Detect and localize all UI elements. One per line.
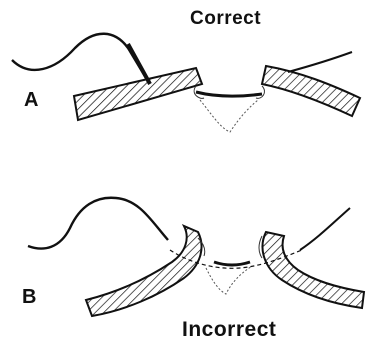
panel-a-left-tissue [74,68,202,120]
incorrect-caption: Incorrect [182,318,276,342]
panel-a-wound-tissue [200,100,258,132]
panel-a-label: A [24,89,38,112]
panel-a-wound-bottom [196,92,262,96]
panel-b-right-tissue [263,232,364,308]
panel-a-suture-thread [12,34,146,78]
panel-b-needle-right [300,208,350,250]
panel-b-wound-bottom [214,262,250,265]
panel-a-needle [128,44,150,84]
panel-b-left-tissue [86,226,202,316]
panel-a-drawing [12,34,360,132]
panel-b-wound-tissue [206,266,252,294]
panel-b-drawing [28,198,364,316]
panel-b-suture-thread [28,198,168,249]
panel-a-needle-right [288,52,352,72]
correct-caption: Correct [190,8,261,30]
panel-a-right-tissue [262,66,360,116]
panel-b-label: B [22,286,36,309]
